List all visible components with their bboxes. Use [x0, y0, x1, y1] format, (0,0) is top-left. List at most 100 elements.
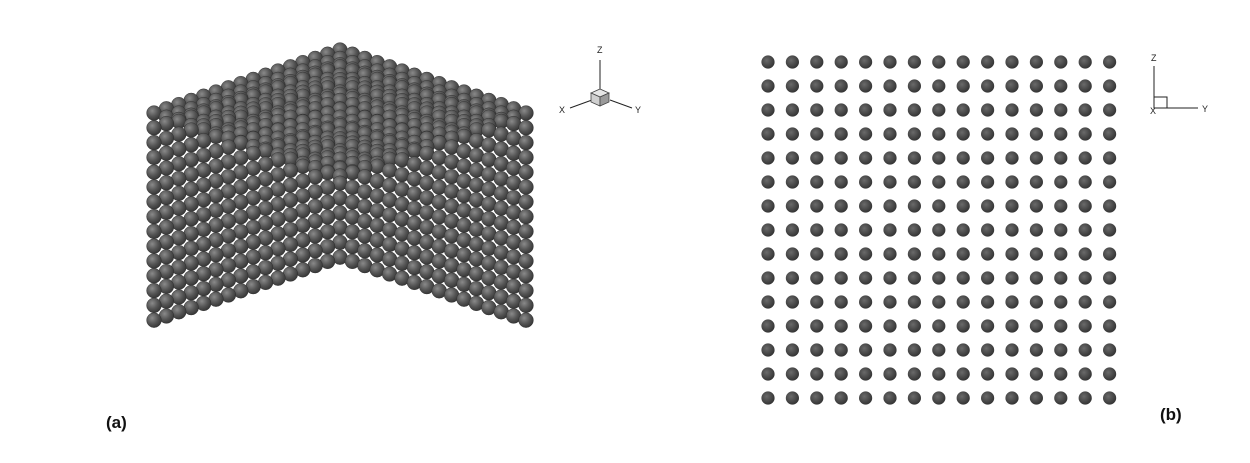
lattice-dot — [810, 223, 824, 237]
triad-a-y-axis — [609, 99, 633, 109]
lattice-dot — [859, 151, 873, 165]
sphere — [518, 312, 534, 328]
sphere — [518, 297, 534, 314]
lattice-dot — [785, 79, 800, 93]
lattice-dot — [981, 343, 995, 357]
lattice-dot — [907, 103, 922, 117]
lattice-dot — [883, 223, 897, 237]
sphere — [146, 312, 162, 328]
sphere — [518, 238, 534, 254]
lattice-dot — [761, 55, 775, 69]
lattice-dot — [956, 175, 970, 189]
triad-b-y-label: Y — [1202, 104, 1208, 114]
lattice-dot — [1103, 271, 1117, 285]
lattice-dot — [810, 247, 824, 261]
lattice-dot — [834, 295, 848, 309]
lattice-dot — [810, 391, 824, 405]
sphere — [518, 268, 534, 284]
panel-a-cube — [146, 42, 534, 328]
lattice-dot — [859, 271, 873, 285]
lattice-dot — [761, 391, 775, 405]
lattice-dot — [810, 367, 824, 381]
lattice-dot — [810, 175, 824, 189]
lattice-dot — [834, 247, 848, 261]
lattice-dot — [1005, 247, 1019, 261]
lattice-dot — [1054, 103, 1068, 117]
triad-b-z-label: Z — [1151, 53, 1157, 63]
lattice-dot — [1078, 295, 1092, 309]
lattice-dot — [883, 367, 897, 381]
lattice-dot — [956, 127, 970, 141]
lattice-dot — [761, 175, 775, 189]
lattice-dot — [907, 391, 922, 405]
lattice-dot — [834, 103, 848, 117]
lattice-dot — [932, 223, 946, 237]
lattice-dot — [761, 343, 775, 357]
lattice-dot — [883, 151, 897, 165]
lattice-dot — [859, 367, 873, 381]
lattice-dot — [810, 271, 824, 285]
lattice-dot — [761, 223, 775, 237]
lattice-dot — [1103, 151, 1117, 165]
lattice-dot — [761, 271, 775, 285]
lattice-dot — [834, 223, 848, 237]
lattice-dot — [1078, 55, 1092, 69]
lattice-dot — [859, 391, 873, 405]
lattice-dot — [1103, 79, 1117, 93]
sphere — [146, 253, 162, 269]
lattice-dot — [785, 247, 800, 261]
lattice-dot — [1078, 151, 1092, 165]
lattice-dot — [1078, 391, 1092, 405]
lattice-dot — [1005, 391, 1019, 405]
lattice-dot — [1078, 199, 1092, 213]
lattice-dot — [1054, 55, 1068, 69]
lattice-dot — [761, 199, 775, 213]
lattice-dot — [834, 271, 848, 285]
triad-a-x-label: X — [559, 105, 565, 115]
panel-b-label: (b) — [1160, 405, 1182, 424]
lattice-dot — [907, 223, 922, 237]
lattice-dot — [785, 295, 800, 309]
lattice-dot — [1054, 295, 1068, 309]
lattice-dot — [907, 175, 922, 189]
lattice-dot — [907, 247, 922, 261]
lattice-dot — [1029, 223, 1043, 237]
lattice-dot — [1029, 103, 1043, 117]
lattice-dot — [834, 55, 848, 69]
triad-a-y-label: Y — [635, 105, 641, 115]
lattice-dot — [1054, 175, 1068, 189]
lattice-dot — [956, 151, 970, 165]
lattice-dot — [1078, 319, 1092, 333]
lattice-dot — [981, 151, 995, 165]
lattice-dot — [956, 55, 970, 69]
sphere — [146, 135, 162, 151]
lattice-dot — [956, 223, 970, 237]
lattice-dot — [810, 319, 824, 333]
lattice-dot — [956, 79, 970, 93]
triad-a-x-axis — [569, 99, 593, 109]
lattice-dot — [1078, 79, 1092, 93]
lattice-dot — [834, 343, 848, 357]
lattice-dot — [1005, 55, 1019, 69]
lattice-dot — [1005, 79, 1019, 93]
lattice-dot — [1029, 247, 1043, 261]
lattice-dot — [956, 199, 970, 213]
lattice-dot — [932, 343, 946, 357]
lattice-dot — [1078, 103, 1092, 117]
triad-b-x-label: X — [1150, 106, 1156, 116]
lattice-dot — [1078, 223, 1092, 237]
lattice-dot — [956, 367, 970, 381]
lattice-dot — [859, 127, 873, 141]
lattice-dot — [1103, 247, 1117, 261]
lattice-dot — [981, 271, 995, 285]
lattice-dot — [810, 295, 824, 309]
lattice-dot — [785, 103, 800, 117]
lattice-dot — [1029, 271, 1043, 285]
lattice-dot — [981, 55, 995, 69]
lattice-dot — [932, 127, 946, 141]
lattice-dot — [883, 175, 897, 189]
lattice-dot — [883, 391, 897, 405]
lattice-dot — [883, 319, 897, 333]
lattice-dot — [932, 199, 946, 213]
